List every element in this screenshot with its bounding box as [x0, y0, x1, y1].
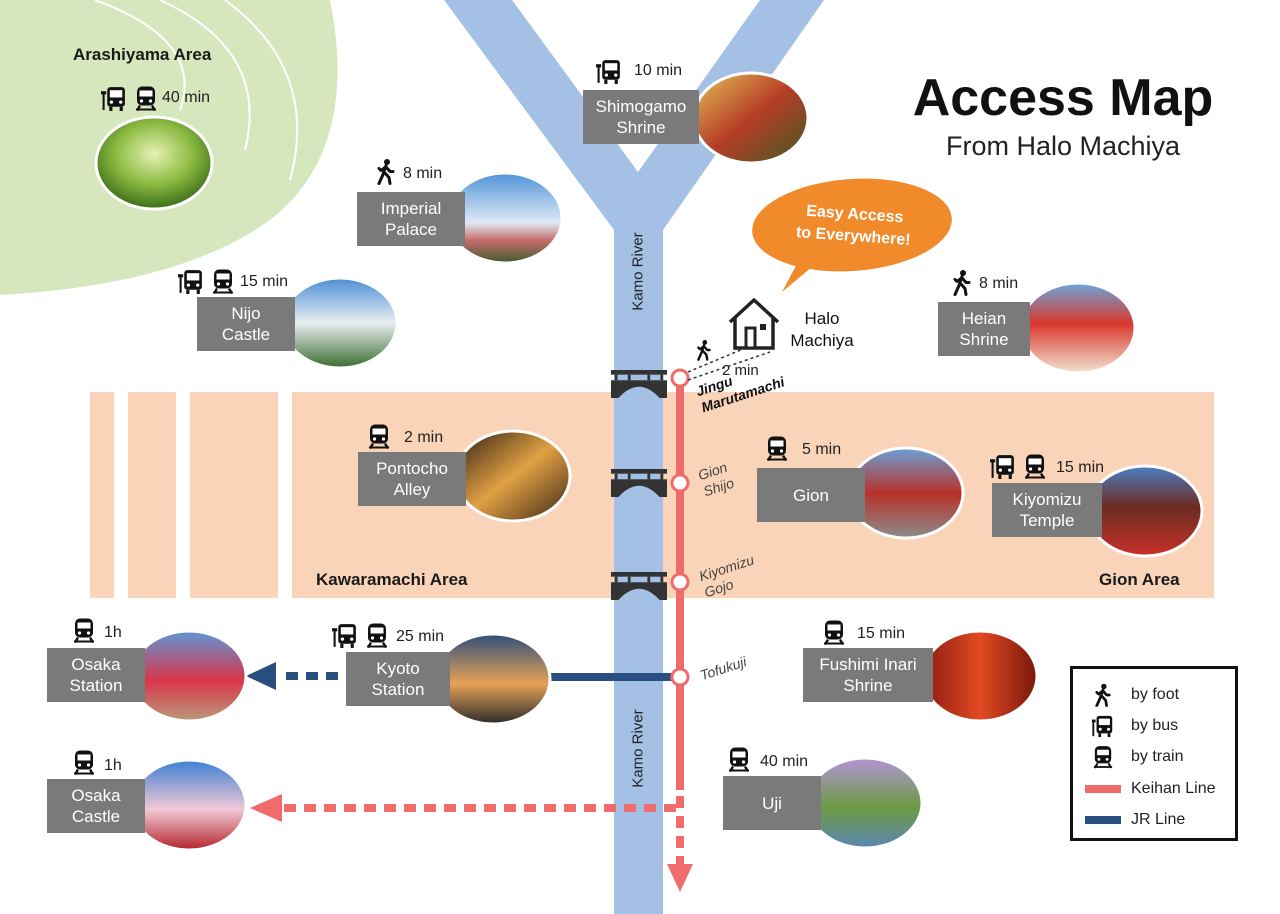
kawaramachi-area-title: Kawaramachi Area — [316, 570, 468, 589]
osaka-station-time: 1h — [104, 624, 122, 641]
heian-label[interactable]: Heian Shrine — [938, 302, 1030, 356]
station-kiyomizu-gojo[interactable] — [670, 572, 690, 592]
fushimi-label[interactable]: Fushimi Inari Shrine — [803, 648, 933, 702]
train-icon — [1093, 745, 1113, 769]
nijo-photo[interactable] — [281, 276, 399, 370]
imperial-time: 8 min — [403, 165, 443, 182]
legend-keihan: Keihan Line — [1085, 780, 1216, 798]
bus-icon — [332, 624, 356, 648]
train-icon — [366, 622, 388, 649]
osaka-station-label[interactable]: Osaka Station — [47, 648, 145, 702]
train-icon — [73, 749, 95, 776]
imperial-photo[interactable] — [446, 171, 564, 265]
uji-photo[interactable] — [806, 756, 924, 850]
gion-time: 5 min — [802, 441, 842, 458]
nijo-label[interactable]: Nijo Castle — [197, 297, 295, 351]
walk-time-label: 2 min — [722, 362, 759, 379]
train-icon — [212, 268, 234, 295]
uji-label[interactable]: Uji — [723, 776, 821, 830]
destination-photos — [94, 71, 1204, 852]
kyoto-station-photo[interactable] — [434, 632, 552, 726]
keihan-arrow-left — [250, 794, 282, 822]
kyoto-station-label[interactable]: Kyoto Station — [346, 652, 450, 706]
pontocho-label[interactable]: Pontocho Alley — [358, 452, 466, 506]
bus-icon — [1091, 714, 1115, 738]
arashiyama-time: 40 min — [162, 89, 211, 106]
jr-arrow-left — [246, 662, 276, 690]
kiyomizu-label[interactable]: Kiyomizu Temple — [992, 483, 1102, 537]
walk-icon — [697, 338, 711, 361]
fushimi-photo[interactable] — [921, 629, 1039, 723]
walk-icon — [1094, 683, 1112, 707]
fushimi-time: 15 min — [857, 625, 906, 642]
uji-time: 40 min — [760, 753, 809, 770]
nijo-time: 15 min — [240, 273, 289, 290]
station-gion-shijo[interactable] — [670, 473, 690, 493]
legend-jr: JR Line — [1085, 811, 1185, 829]
page-title: Access Map — [912, 69, 1214, 127]
gion-area-title: Gion Area — [1099, 570, 1180, 589]
kiyomizu-time: 15 min — [1056, 459, 1105, 476]
halo-machiya-label[interactable]: Halo Machiya — [790, 309, 854, 350]
walk-icon — [377, 158, 395, 185]
kamo-river — [444, 0, 824, 914]
map-legend: by foot by bus by train Keihan Line JR L… — [1070, 666, 1238, 841]
train-icon — [823, 619, 845, 646]
bus-icon — [178, 270, 202, 294]
walk-path — [687, 351, 771, 381]
jr-line-swatch — [1085, 816, 1121, 824]
kiyomizu-photo[interactable] — [1086, 464, 1204, 558]
keihan-line-swatch — [1085, 785, 1121, 793]
pontocho-time: 2 min — [404, 429, 444, 446]
pontocho-photo[interactable] — [454, 429, 572, 523]
heian-photo[interactable] — [1019, 281, 1137, 375]
osaka-castle-label[interactable]: Osaka Castle — [47, 779, 145, 833]
speech-bubble — [752, 178, 952, 292]
osaka-station-photo[interactable] — [130, 629, 248, 723]
legend-train: by train — [1085, 745, 1183, 769]
legend-foot: by foot — [1085, 683, 1179, 707]
page-subtitle: From Halo Machiya — [945, 131, 1181, 161]
station-jingu-marutamachi[interactable] — [670, 368, 690, 388]
bus-icon — [596, 60, 620, 84]
arashiyama-area-title: Arashiyama Area — [73, 45, 212, 64]
heian-time: 8 min — [979, 275, 1019, 292]
kamo-river-label-upper: Kamo River — [629, 232, 647, 311]
shimogamo-label[interactable]: Shimogamo Shrine — [583, 90, 699, 144]
legend-train-label: by train — [1131, 748, 1184, 765]
train-icon — [73, 617, 95, 644]
gion-label[interactable]: Gion — [757, 468, 865, 522]
station-tofukuji[interactable] — [670, 667, 690, 687]
walk-icon — [953, 269, 971, 296]
osaka-castle-photo[interactable] — [130, 758, 248, 852]
shimogamo-time: 10 min — [634, 62, 683, 79]
legend-jr-label: JR Line — [1131, 811, 1186, 828]
shimogamo-photo[interactable] — [692, 71, 810, 165]
osaka-castle-time: 1h — [104, 757, 122, 774]
train-icon — [728, 746, 750, 773]
legend-bus-label: by bus — [1131, 717, 1179, 734]
kamo-river-label-lower: Kamo River — [629, 709, 647, 788]
kyoto-station-time: 25 min — [396, 628, 445, 645]
legend-foot-label: by foot — [1131, 686, 1180, 703]
gion-photo[interactable] — [847, 446, 965, 540]
legend-bus: by bus — [1085, 714, 1178, 738]
imperial-label[interactable]: Imperial Palace — [357, 192, 465, 246]
arashiyama-photo[interactable] — [94, 115, 214, 211]
halo-machiya-house-icon[interactable] — [728, 298, 780, 350]
legend-keihan-label: Keihan Line — [1131, 780, 1216, 797]
jr-line — [550, 673, 680, 681]
keihan-arrow-down — [667, 864, 693, 892]
